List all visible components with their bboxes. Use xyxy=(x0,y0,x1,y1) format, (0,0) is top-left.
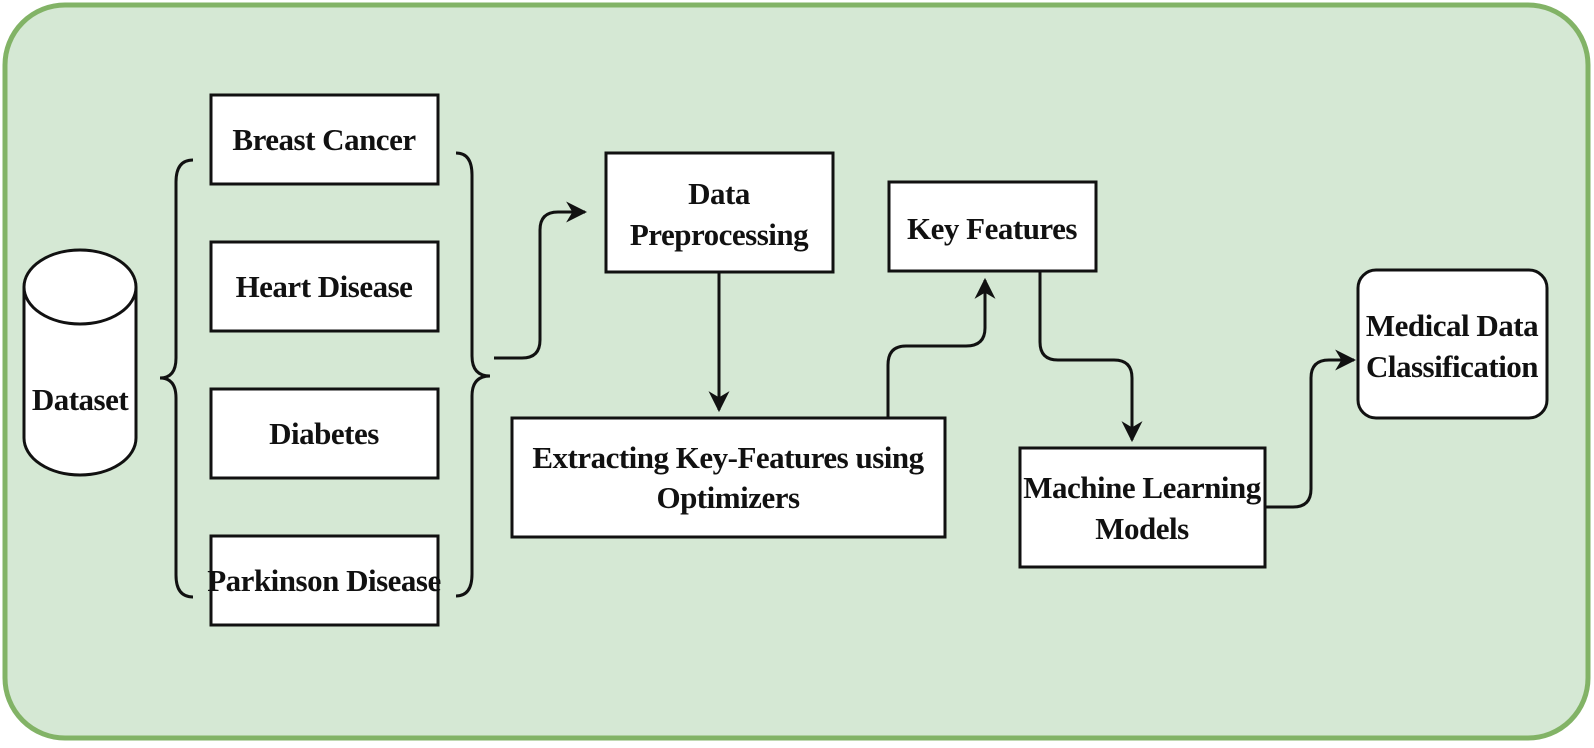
machine-learning-models-box: Machine Learning Models xyxy=(1018,446,1267,569)
arrow-to-ml-models xyxy=(1038,271,1143,443)
ml-models-line1: Machine Learning xyxy=(1023,470,1261,505)
key-features-box: Key Features xyxy=(887,180,1098,273)
data-preprocessing-box: Data Preprocessing xyxy=(604,151,835,274)
disease-label-parkinson-disease: Parkinson Disease xyxy=(207,563,441,598)
disease-label-diabetes: Diabetes xyxy=(269,416,379,451)
arrow-to-key-features xyxy=(886,277,996,418)
extracting-line2: Optimizers xyxy=(656,480,800,515)
dataset-label: Dataset xyxy=(32,382,130,417)
disease-label-heart-disease: Heart Disease xyxy=(236,269,413,304)
classification-line1: Medical Data xyxy=(1366,308,1539,343)
medical-data-classification-box: Medical Data Classification xyxy=(1356,268,1549,420)
right-brace xyxy=(455,151,491,598)
disease-label-breast-cancer: Breast Cancer xyxy=(232,122,416,157)
key-features-label: Key Features xyxy=(907,211,1077,246)
classification-line2: Classification xyxy=(1366,349,1538,384)
extracting-line1: Extracting Key-Features using xyxy=(532,440,924,475)
dataset-cylinder: Dataset xyxy=(22,248,138,477)
data-preprocessing-line2: Preprocessing xyxy=(630,217,809,252)
ml-models-line2: Models xyxy=(1095,511,1189,546)
disease-box-breast-cancer: Breast Cancer xyxy=(209,93,440,186)
arrow-to-classification xyxy=(1265,349,1357,509)
data-preprocessing-line1: Data xyxy=(688,176,751,211)
extracting-key-features-box: Extracting Key-Features using Optimizers xyxy=(510,416,947,539)
disease-box-heart-disease: Heart Disease xyxy=(209,240,440,333)
disease-box-parkinson-disease: Parkinson Disease xyxy=(207,534,441,627)
arrow-to-preprocessing xyxy=(494,201,588,360)
left-brace xyxy=(159,158,194,599)
disease-box-diabetes: Diabetes xyxy=(209,387,440,480)
